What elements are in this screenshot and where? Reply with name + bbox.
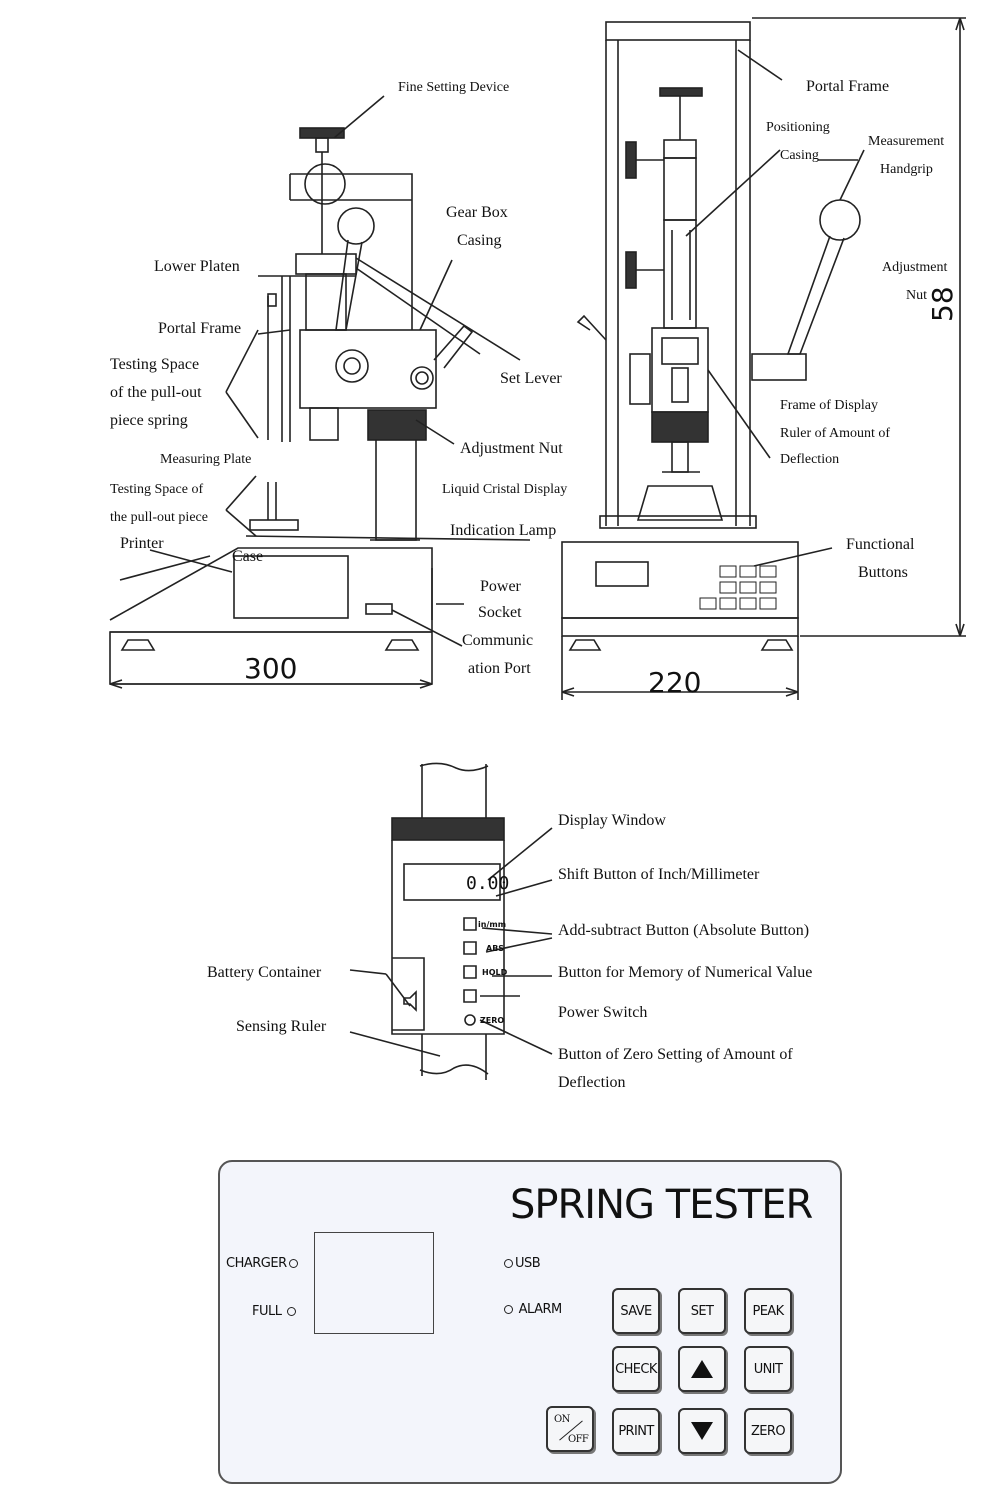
- charger-label: CHARGER: [226, 1256, 287, 1271]
- label-frame-display-3: Deflection: [780, 452, 840, 467]
- off-label: OFF: [568, 1434, 589, 1445]
- peak-button[interactable]: PEAK: [744, 1288, 792, 1334]
- label-add-subtract-button: Add-subtract Button (Absolute Button): [558, 922, 810, 939]
- alarm-indicator: ALARM: [502, 1302, 562, 1317]
- charger-indicator: CHARGER: [226, 1256, 300, 1271]
- label-communication-port-1: Communic: [462, 632, 534, 649]
- full-indicator: FULL: [252, 1304, 298, 1319]
- label-power-switch: Power Switch: [558, 1004, 648, 1021]
- label-sensing-ruler: Sensing Ruler: [236, 1018, 327, 1035]
- label-testing-space-1b: of the pull-out: [110, 384, 202, 401]
- ruler-button-hold: HOLD: [482, 968, 508, 977]
- label-communication-port-2: ation Port: [468, 660, 531, 677]
- label-frame-display-2: Ruler of Amount of: [780, 426, 891, 441]
- unit-button[interactable]: UNIT: [744, 1346, 792, 1392]
- ruler-button-abs: ABS: [486, 944, 505, 953]
- label-testing-space-1c: piece spring: [110, 412, 188, 429]
- label-testing-space-1a: Testing Space: [110, 356, 200, 373]
- label-frame-display-1: Frame of Display: [780, 398, 878, 413]
- spring-tester-panel: SPRING TESTER CHARGER FULL USB ALARM SAV…: [218, 1160, 842, 1484]
- label-functional-buttons: Buttons: [858, 564, 908, 581]
- ruler-lcd-value: 0.00: [466, 873, 510, 894]
- label-printer: Printer: [120, 535, 164, 552]
- label-shift-button: Shift Button of Inch/Millimeter: [558, 866, 760, 883]
- on-off-button[interactable]: ON OFF: [546, 1406, 594, 1452]
- label-measurement: Measurement: [868, 134, 945, 149]
- label-power-socket-1: Power: [480, 578, 521, 595]
- label-fine-setting-device: Fine Setting Device: [398, 80, 510, 95]
- label-lower-platen: Lower Platen: [154, 258, 240, 275]
- ruler-button-zero: ZERO: [480, 1016, 505, 1025]
- print-button[interactable]: PRINT: [612, 1408, 660, 1454]
- usb-indicator: USB: [502, 1256, 541, 1271]
- label-testing-space-2a: Testing Space of: [110, 482, 204, 497]
- label-portal-frame-right: Portal Frame: [806, 78, 890, 95]
- usb-label: USB: [515, 1256, 541, 1271]
- label-portal-frame-left: Portal Frame: [158, 320, 242, 337]
- label-adjustment-right: Adjustment: [882, 260, 948, 275]
- label-gear-box-casing: Casing: [457, 232, 502, 249]
- check-button[interactable]: CHECK: [612, 1346, 660, 1392]
- panel-lcd-screen: [314, 1232, 434, 1334]
- zero-button[interactable]: ZERO: [744, 1408, 792, 1454]
- down-arrow-icon: [691, 1422, 713, 1440]
- dimension-58: 58: [926, 286, 959, 322]
- full-led-icon: [287, 1307, 297, 1316]
- label-gear-box: Gear Box: [446, 204, 508, 221]
- down-arrow-button[interactable]: [678, 1408, 726, 1454]
- panel-title: SPRING TESTER: [510, 1182, 813, 1228]
- label-case: Case: [232, 548, 264, 565]
- label-testing-space-2b: the pull-out piece: [110, 510, 208, 525]
- save-button[interactable]: SAVE: [612, 1288, 660, 1334]
- label-adjustment-nut-right: Nut: [906, 288, 927, 303]
- dimension-220: 220: [648, 666, 702, 699]
- set-button[interactable]: SET: [678, 1288, 726, 1334]
- label-memory-button: Button for Memory of Numerical Value: [558, 964, 813, 981]
- label-measurement-handgrip: Handgrip: [880, 162, 933, 177]
- label-power-socket-2: Socket: [478, 604, 522, 621]
- label-positioning: Positioning: [766, 120, 830, 135]
- label-battery-container: Battery Container: [207, 964, 322, 981]
- label-functional: Functional: [846, 536, 915, 553]
- usb-led-icon: [504, 1259, 513, 1268]
- charger-led-icon: [288, 1259, 298, 1268]
- dimension-300: 300: [244, 652, 298, 685]
- ruler-button-inmm: in/mm: [478, 920, 507, 929]
- label-adjustment-nut-left: Adjustment Nut: [460, 440, 563, 457]
- on-label: ON: [554, 1414, 570, 1425]
- label-indication-lamp: Indication Lamp: [450, 522, 557, 539]
- label-display-window: Display Window: [558, 812, 666, 829]
- full-label: FULL: [252, 1304, 282, 1319]
- alarm-led-icon: [504, 1305, 513, 1314]
- label-zero-setting-1: Button of Zero Setting of Amount of: [558, 1046, 793, 1063]
- up-arrow-button[interactable]: [678, 1346, 726, 1392]
- label-zero-setting-2: Deflection: [558, 1074, 626, 1091]
- label-positioning-casing: Casing: [780, 148, 819, 163]
- alarm-label: ALARM: [518, 1302, 563, 1317]
- label-measuring-plate: Measuring Plate: [160, 452, 252, 467]
- label-set-lever: Set Lever: [500, 370, 562, 387]
- label-liquid-cristal-display: Liquid Cristal Display: [442, 482, 568, 497]
- up-arrow-icon: [691, 1360, 713, 1378]
